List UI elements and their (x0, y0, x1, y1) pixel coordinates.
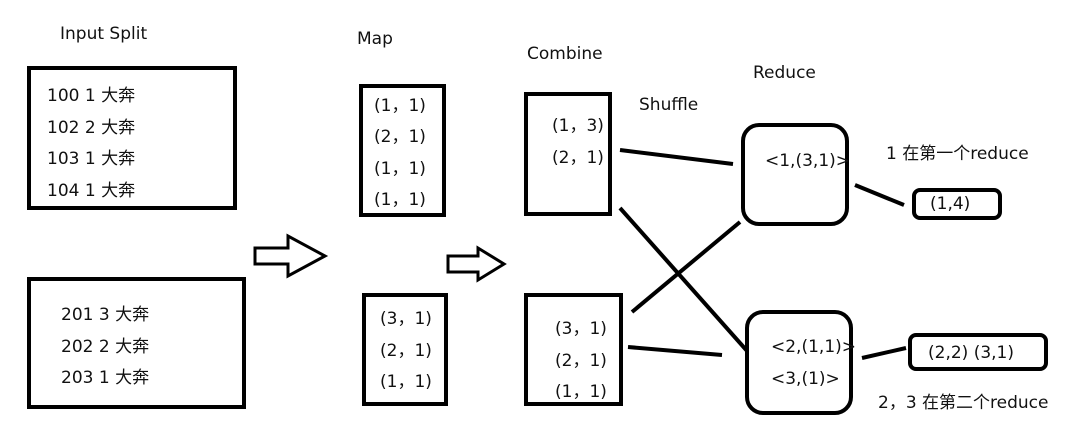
reduce1-result-box: (1,4) (912, 188, 1002, 220)
split2-record: 202 2 大奔 (61, 337, 150, 357)
split1-record: 102 2 大奔 (47, 118, 136, 138)
map1-pair: (1，1) (374, 96, 426, 116)
reduce2-group: <2,(1,1)> (771, 337, 857, 357)
stage-label-reduce: Reduce (753, 63, 816, 83)
split1-record: 103 1 大奔 (47, 149, 136, 169)
reduce2-to-output-line (861, 346, 907, 360)
reduce2-result-box: (2,2) (3,1) (908, 333, 1048, 371)
stage-label-combine: Combine (527, 44, 603, 64)
shuffle-line-c1-r2 (618, 206, 750, 354)
split1-record: 100 1 大奔 (47, 86, 136, 106)
reduce2-group: <3,(1)> (771, 369, 840, 389)
map-output-2: (3，1) (2，1) (1，1) (362, 293, 448, 406)
combine-output-1: (1，3) (2，1) (524, 92, 612, 216)
stage-label-input-split: Input Split (60, 24, 148, 44)
map1-pair: (2，1) (374, 127, 426, 147)
arrow-map-to-combine (446, 245, 507, 283)
map2-pair: (1，1) (380, 372, 432, 392)
input-split-2: 201 3 大奔 202 2 大奔 203 1 大奔 (27, 277, 246, 409)
map-output-1: (1，1) (2，1) (1，1) (1，1) (359, 84, 446, 217)
map1-pair: (1，1) (374, 159, 426, 179)
split2-record: 201 3 大奔 (61, 305, 150, 325)
map1-pair: (1，1) (374, 190, 426, 210)
shuffle-line-c2-r2 (627, 345, 723, 357)
input-split-1: 100 1 大奔 102 2 大奔 103 1 大奔 104 1 大奔 (27, 66, 237, 210)
shuffle-line-c2-r1 (630, 220, 742, 314)
reduce-node-1: <1,(3,1)> (741, 123, 851, 226)
reduce1-note: 1 在第一个reduce (886, 144, 1029, 164)
combine2-pair: (1，1) (555, 382, 607, 402)
split2-record: 203 1 大奔 (61, 368, 150, 388)
map2-pair: (3，1) (380, 309, 432, 329)
reduce1-result: (1,4) (930, 194, 971, 214)
combine1-pair: (2，1) (552, 148, 604, 168)
shuffle-line-c1-r1 (619, 148, 734, 166)
arrow-input-to-map (253, 233, 329, 279)
stage-label-map: Map (357, 29, 393, 49)
stage-label-shuffle: Shuffle (639, 95, 699, 115)
combine-output-2: (3，1) (2，1) (1，1) (524, 293, 623, 406)
combine2-pair: (2，1) (555, 351, 607, 371)
reduce1-group: <1,(3,1)> (765, 151, 851, 171)
reduce1-to-output-line (854, 183, 905, 207)
combine1-pair: (1，3) (552, 116, 604, 136)
reduce2-result: (2,2) (3,1) (928, 343, 1015, 363)
split1-record: 104 1 大奔 (47, 181, 136, 201)
reduce2-note: 2，3 在第二个reduce (878, 393, 1049, 413)
reduce-node-2: <2,(1,1)> <3,(1)> (745, 310, 857, 415)
combine2-pair: (3，1) (555, 319, 607, 339)
map2-pair: (2，1) (380, 341, 432, 361)
